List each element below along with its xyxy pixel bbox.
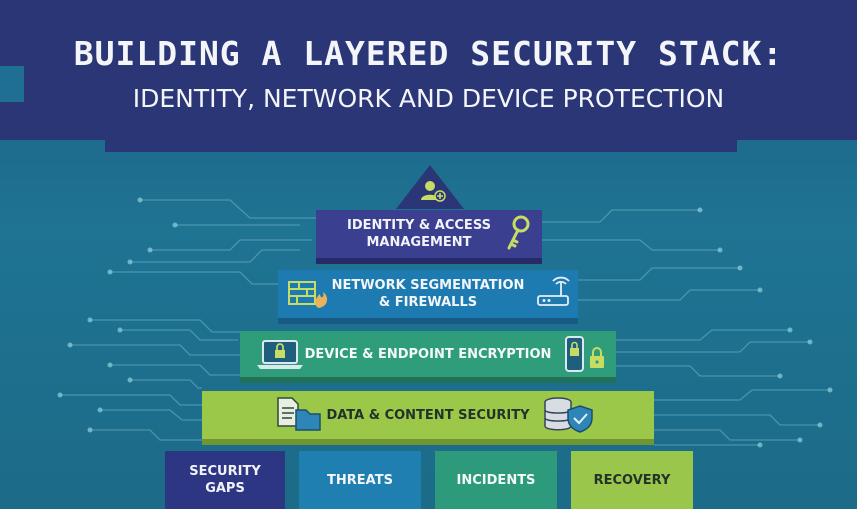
add-user-icon bbox=[421, 181, 446, 202]
page-title: BUILDING A LAYERED SECURITY STACK: bbox=[73, 34, 784, 73]
layer-identity-line2: MANAGEMENT bbox=[366, 235, 472, 250]
base-incidents: INCIDENTS bbox=[435, 451, 557, 509]
phone-lock-icon bbox=[565, 336, 604, 372]
base-recovery: RECOVERY bbox=[571, 451, 693, 509]
router-icon bbox=[537, 276, 570, 306]
layer-data-label: DATA & CONTENT SECURITY bbox=[326, 407, 530, 423]
layer-device-label: DEVICE & ENDPOINT ENCRYPTION bbox=[304, 346, 552, 362]
base-security-gaps: SECURITY GAPS bbox=[165, 451, 285, 509]
base-incidents-label: INCIDENTS bbox=[456, 472, 536, 488]
base-security-gaps-line1: SECURITY bbox=[189, 464, 261, 479]
firewall-icon bbox=[288, 281, 328, 308]
base-threats: THREATS bbox=[299, 451, 421, 509]
documents-icon bbox=[277, 397, 321, 431]
header-banner-tab bbox=[105, 132, 737, 152]
layer-network-line1: NETWORK SEGMENTATION bbox=[331, 278, 525, 293]
side-tab bbox=[0, 66, 24, 102]
base-security-gaps-line2: GAPS bbox=[205, 481, 245, 496]
header-banner bbox=[0, 0, 857, 140]
layer-identity-line1: IDENTITY & ACCESS bbox=[347, 218, 491, 233]
page-subtitle: IDENTITY, NETWORK AND DEVICE PROTECTION bbox=[132, 84, 725, 113]
laptop-lock-icon bbox=[257, 340, 303, 369]
layer-network-line2: & FIREWALLS bbox=[378, 295, 478, 310]
base-recovery-label: RECOVERY bbox=[593, 472, 671, 488]
base-threats-label: THREATS bbox=[327, 472, 393, 488]
layer-network-segmentation: NETWORK SEGMENTATION & FIREWALLS bbox=[278, 270, 578, 324]
layer-identity-access: IDENTITY & ACCESS MANAGEMENT bbox=[316, 210, 542, 264]
database-shield-icon bbox=[544, 397, 593, 433]
key-icon bbox=[507, 215, 530, 250]
layer-device-encryption: DEVICE & ENDPOINT ENCRYPTION bbox=[240, 331, 616, 383]
